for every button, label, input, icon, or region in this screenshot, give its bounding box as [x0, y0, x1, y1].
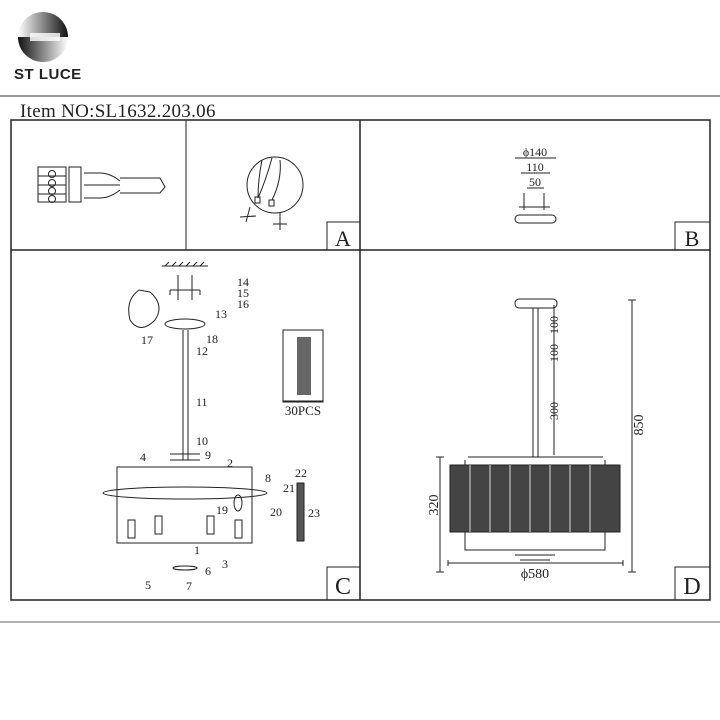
part-8: 8: [265, 471, 271, 485]
item-number: Item NO:SL1632.203.06: [20, 101, 216, 122]
exploded-view: [102, 261, 324, 571]
part-18: 18: [206, 332, 218, 346]
part-2: 2: [227, 456, 233, 470]
part-10: 10: [196, 434, 208, 448]
dim-screw-spacing: 50: [529, 175, 541, 189]
part-number-labels: 1 2 3 4 5 6 7 8 9 10 11 12 13 14 15 16 1…: [140, 275, 320, 593]
dim-body-height: 320: [427, 495, 442, 516]
part-21: 21: [283, 481, 295, 495]
panel-a-label: A: [335, 226, 351, 251]
part-17: 17: [141, 333, 153, 347]
dim-rod-2: 100: [547, 344, 561, 362]
dim-rod-3: 300: [547, 402, 561, 420]
part-19: 19: [216, 503, 228, 517]
part-6: 6: [205, 564, 211, 578]
part-14: 14: [237, 275, 249, 289]
dimension-labels: 100 100 300 850 320 ϕ580: [427, 316, 647, 582]
part-4: 4: [140, 450, 146, 464]
part-3: 3: [222, 557, 228, 571]
part-15: 15: [237, 286, 249, 300]
panel-c-label-box: [326, 566, 361, 601]
dim-total-height: 850: [632, 415, 647, 436]
panel-d-label: D: [683, 574, 700, 600]
panel-a-label-box: [326, 221, 361, 251]
wire-connection-detail: [239, 156, 304, 230]
part-7: 7: [186, 579, 192, 593]
st-luce-logo: [18, 12, 68, 62]
terminal-block-diagram: [37, 166, 166, 203]
part-12: 12: [196, 344, 208, 358]
part-11: 11: [196, 395, 208, 409]
dim-hole-spacing: 110: [526, 160, 544, 174]
panel-b-label-box: [674, 221, 711, 251]
crystal-quantity: 30PCS: [285, 403, 321, 418]
panel-c-label: C: [335, 574, 351, 600]
part-16: 16: [237, 297, 249, 311]
part-9: 9: [205, 448, 211, 462]
part-5: 5: [145, 578, 151, 592]
panel-b-label: B: [685, 226, 700, 251]
part-13: 13: [215, 307, 227, 321]
brand-name: ST LUCE: [14, 66, 82, 83]
dim-diameter: ϕ580: [521, 567, 549, 582]
canopy-diagram: [514, 157, 557, 224]
assembled-view: [436, 298, 636, 573]
part-22: 22: [295, 466, 307, 480]
part-1: 1: [194, 543, 200, 557]
dim-canopy-diameter: ϕ140: [523, 145, 547, 159]
dim-rod-1: 100: [547, 316, 561, 334]
part-23: 23: [308, 506, 320, 520]
part-20: 20: [270, 505, 282, 519]
panel-d-label-box: [674, 566, 711, 601]
